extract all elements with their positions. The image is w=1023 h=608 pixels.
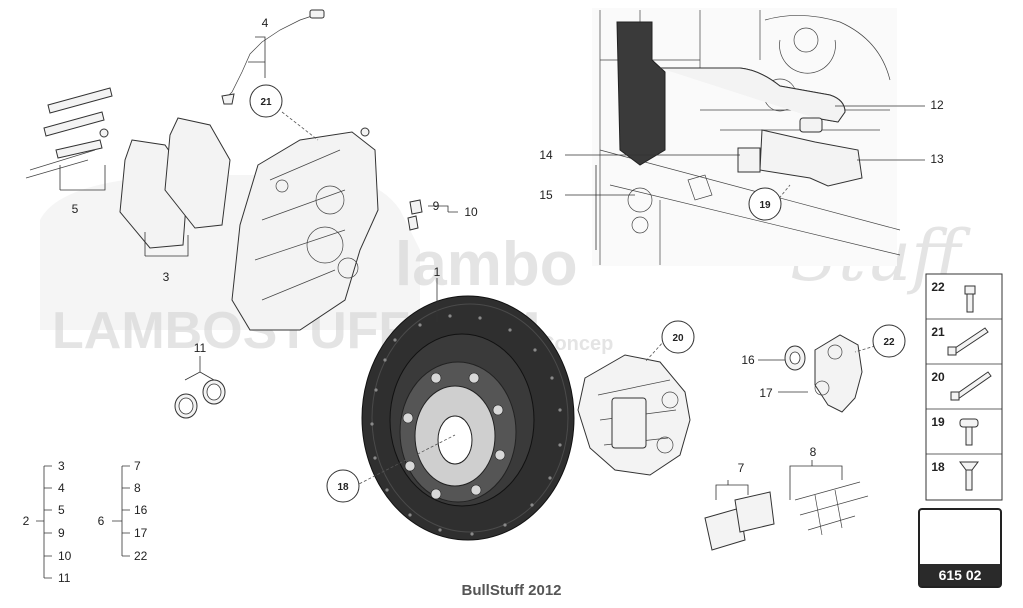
label-5: 5 bbox=[72, 202, 79, 216]
legend-item-19: 19 bbox=[931, 415, 945, 429]
label-1: 1 bbox=[434, 265, 441, 279]
label-7: 7 bbox=[738, 461, 745, 475]
brake-disc bbox=[361, 295, 575, 541]
label-9: 9 bbox=[433, 199, 440, 213]
footer-caption: BullStuff 2012 bbox=[461, 582, 562, 599]
wear-sensor bbox=[221, 9, 325, 105]
label-12: 12 bbox=[930, 98, 944, 112]
label-15: 15 bbox=[539, 188, 553, 202]
legend-item-18: 18 bbox=[931, 460, 945, 474]
group-2-item: 4 bbox=[58, 481, 65, 495]
callout-18: 18 bbox=[326, 469, 360, 503]
label-13: 13 bbox=[930, 152, 944, 166]
legend-item-22: 22 bbox=[931, 280, 945, 294]
group-2-item: 9 bbox=[58, 526, 65, 540]
diagram-code-box: 615 02 bbox=[918, 508, 1002, 588]
callout-20: 20 bbox=[661, 320, 695, 354]
group-6-item: 22 bbox=[134, 549, 148, 563]
callout-21: 21 bbox=[249, 84, 283, 118]
label-8: 8 bbox=[810, 445, 817, 459]
callout-22: 22 bbox=[872, 324, 906, 358]
callout-20-label: 20 bbox=[672, 333, 684, 344]
group-6-item: 17 bbox=[134, 526, 148, 540]
label-17: 17 bbox=[759, 386, 773, 400]
group-2-item: 3 bbox=[58, 459, 65, 473]
group-2-item: 11 bbox=[58, 571, 71, 585]
label-10: 10 bbox=[464, 205, 478, 219]
group-2-item: 10 bbox=[58, 549, 72, 563]
brake-pads bbox=[119, 117, 231, 249]
rear-brake-pads bbox=[704, 491, 775, 551]
group-6-item: 16 bbox=[134, 503, 148, 517]
legend-item-21: 21 bbox=[931, 325, 945, 339]
diagram-code: 615 02 bbox=[920, 564, 1000, 586]
legend-item-20: 20 bbox=[931, 370, 945, 384]
watermark-sub: Concep bbox=[540, 333, 613, 355]
label-14: 14 bbox=[539, 148, 553, 162]
callout-18-label: 18 bbox=[337, 482, 349, 493]
label-11: 11 bbox=[194, 341, 207, 355]
group-6-root: 6 bbox=[98, 514, 105, 528]
label-16: 16 bbox=[741, 353, 755, 367]
group-2-root: 2 bbox=[23, 514, 30, 528]
fastener-legend: 22 21 20 19 18 bbox=[925, 273, 1003, 501]
watermark-brand: lambo bbox=[395, 230, 578, 299]
label-3: 3 bbox=[163, 270, 170, 284]
group-tree-6: 6 7 8 16 17 22 bbox=[98, 459, 148, 563]
hub-installation-view bbox=[592, 8, 901, 266]
brake-caliper-rear bbox=[577, 354, 691, 476]
brake-caliper-front bbox=[231, 127, 379, 331]
label-4: 4 bbox=[262, 16, 269, 30]
leader-lines bbox=[36, 36, 925, 579]
callout-21-label: 21 bbox=[260, 97, 272, 108]
callout-19-label: 19 bbox=[759, 200, 771, 211]
callout-19: 19 bbox=[748, 187, 782, 221]
group-6-item: 8 bbox=[134, 481, 141, 495]
pad-pins-and-spring bbox=[25, 87, 113, 179]
rear-pad-pins bbox=[794, 481, 869, 536]
group-2-item: 5 bbox=[58, 503, 65, 517]
callout-22-label: 22 bbox=[883, 337, 895, 348]
caliper-seals bbox=[174, 379, 226, 419]
part-labels: 4 5 3 9 10 1 11 14 15 12 13 16 17 7 8 bbox=[72, 16, 944, 475]
caliper-carrier bbox=[784, 334, 863, 413]
bleed-screw-and-cap bbox=[407, 199, 423, 231]
group-tree-2: 2 3 4 5 9 10 11 bbox=[23, 459, 72, 585]
group-6-item: 7 bbox=[134, 459, 141, 473]
